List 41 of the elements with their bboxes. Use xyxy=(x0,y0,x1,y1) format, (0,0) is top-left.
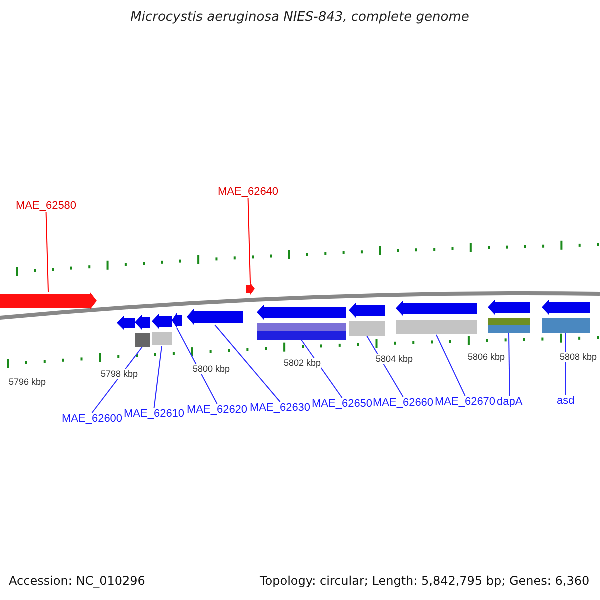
gene-feature xyxy=(135,315,150,347)
gene-feature xyxy=(187,309,243,325)
gene-feature xyxy=(257,305,346,340)
tick-label: 5800 kbp xyxy=(193,364,230,374)
tick-label: 5808 kbp xyxy=(560,352,598,362)
gene-label: MAE_62580 xyxy=(16,200,77,212)
gene-feature xyxy=(117,316,135,330)
gene-feature xyxy=(396,301,477,335)
gene-feature xyxy=(488,300,530,333)
gene-label: MAE_62610 xyxy=(124,408,185,420)
gene-feature xyxy=(172,313,182,328)
leader-line xyxy=(154,346,162,408)
tick-label: 5806 kbp xyxy=(468,352,506,362)
gene-label: MAE_62630 xyxy=(250,402,311,414)
gene-label: asd xyxy=(557,395,575,407)
gene-label: MAE_62620 xyxy=(187,404,248,416)
leader-line xyxy=(508,332,510,396)
tick-label: 5804 kbp xyxy=(376,354,414,364)
gene-label: MAE_62640 xyxy=(218,186,279,198)
tick-label: 5796 kbp xyxy=(9,377,46,387)
leader-line xyxy=(248,198,251,284)
leader-line xyxy=(214,324,281,402)
gene-feature xyxy=(246,283,255,295)
tick-label: 5798 kbp xyxy=(101,369,138,379)
leader-line xyxy=(366,336,404,398)
gene-feature xyxy=(542,300,590,333)
gene-label: dapA xyxy=(497,396,523,408)
leader-line xyxy=(176,328,218,404)
leader-line xyxy=(301,340,343,398)
title: Microcystis aeruginosa NIES-843, complete genome xyxy=(130,10,470,25)
genome-info-text: Topology: circular; Length: 5,842,795 bp; Genes: 6,360 xyxy=(260,574,590,588)
gene-label: MAE_62650 xyxy=(312,398,373,410)
leader-line xyxy=(46,212,49,292)
gene-label: MAE_62660 xyxy=(373,397,434,409)
gene-label: MAE_62670 xyxy=(435,396,496,408)
gene-feature xyxy=(152,314,172,346)
gene-feature xyxy=(0,292,97,310)
accession-text: Accession: NC_010296 xyxy=(9,574,146,588)
gene-feature xyxy=(349,303,385,336)
tick-label: 5802 kbp xyxy=(284,358,322,368)
gene-label: MAE_62600 xyxy=(62,413,123,425)
